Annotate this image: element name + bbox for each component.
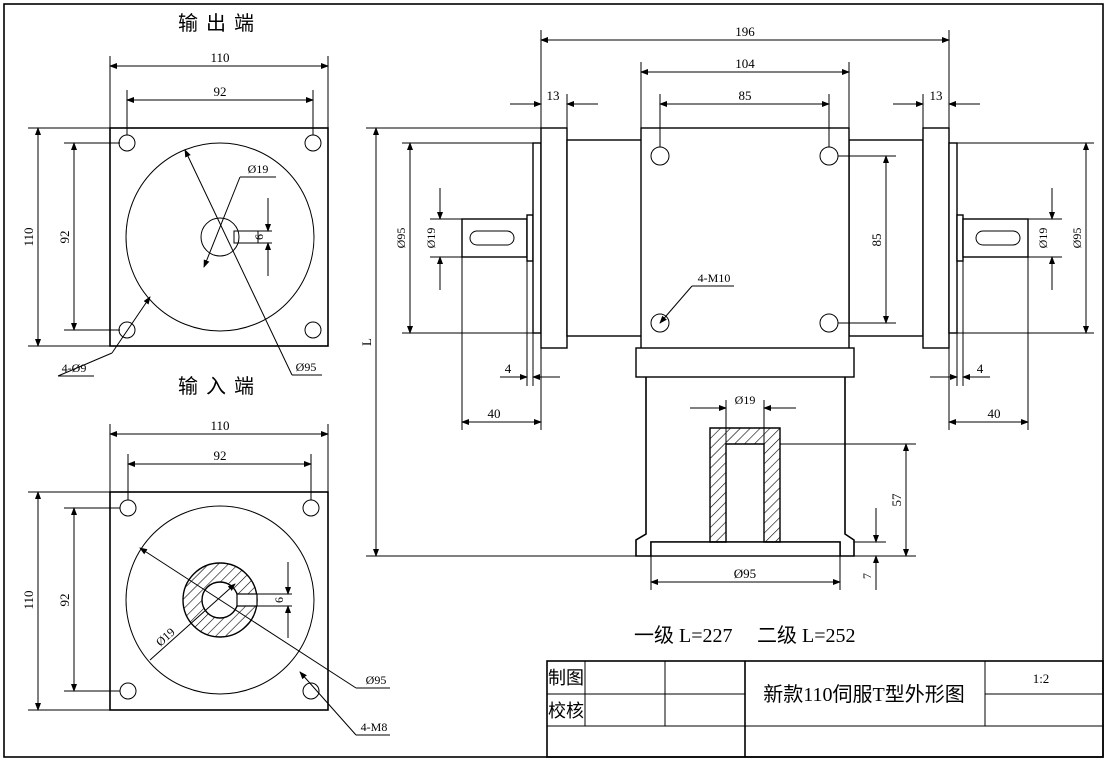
bottom-spigot-dim: 7 [860,573,874,579]
shaft-right-dim: Ø19 [1036,228,1050,249]
right-spigot [956,214,964,262]
body-thread-bl [650,313,670,333]
input-bolt-hole-tr [302,499,320,517]
input-bolt-hole-bl [119,682,137,700]
shaft-len-left-dim: 40 [488,406,501,421]
input-pilot-dim-line [139,547,357,689]
right-shaft-key [975,230,1021,246]
left-connector [566,139,643,337]
title-block-frame [546,660,1104,758]
output-bolt-hole-br [304,321,322,339]
checked-label: 校核 [548,701,584,721]
scale-value: 1:2 [1033,671,1050,686]
output-pilot-dim: Ø95 [296,360,317,374]
bore-bottom-dim: Ø19 [735,393,756,407]
center-body [640,127,850,351]
input-view-title: 输入端 [178,375,262,398]
right-shaft [962,218,1029,258]
output-keyway [233,230,259,244]
input-pilot-circle [125,505,315,695]
output-pilot-dim-line [184,149,293,376]
left-shaft [461,218,528,258]
input-bore-dim: Ø19 [153,625,178,649]
output-width-dim: 110 [210,50,229,65]
input-bolt-hole-tl [119,499,137,517]
body-dim: 104 [735,56,755,71]
input-bolt-v-dim: 92 [57,594,72,607]
title-block: 制图 校核 新款110伺服T型外形图 1:2 [546,660,1104,758]
spigot-right-dim: 4 [977,361,984,376]
flange-right-dim: 13 [930,88,943,103]
bolt-v-dim: 85 [869,234,884,247]
output-flange-square [109,127,329,347]
right-flange [922,127,950,349]
input-keyway [236,593,258,607]
bottom-flange-plate [635,347,855,378]
input-bolt-h-dim: 92 [214,448,227,463]
output-bolt-v-dim: 92 [57,231,72,244]
shaft-len-right-dim: 40 [988,406,1001,421]
spigot-left-dim: 4 [505,361,512,376]
front-view: 196 104 85 13 13 Ø95 Ø19 8 [359,24,1094,590]
output-pilot-circle [125,142,315,332]
right-pilot-boss [948,142,958,334]
bore-depth-dim: 57 [889,493,904,507]
output-bolt-hole-tl [118,134,136,152]
bottom-pilot-dim: Ø95 [734,566,756,581]
overall-dim: 196 [735,24,755,39]
output-key-dim: 6 [252,234,266,240]
sheet-border [3,3,1104,758]
input-width-dim: 110 [210,418,229,433]
input-key-dim: 6 [272,597,286,603]
output-view-title: 输出端 [178,12,262,35]
left-shaft-key [469,230,515,246]
output-bolt-hole-bl [118,321,136,339]
pilot-left-dim: Ø95 [394,228,408,249]
flange-left-dim: 13 [547,88,560,103]
input-pilot-dim: Ø95 [366,673,387,687]
output-bore-circle [200,217,240,257]
pilot-right-dim: Ø95 [1070,228,1084,249]
drawing-title: 新款110伺服T型外形图 [763,683,964,706]
input-holes-dim: 4-M8 [361,720,388,734]
shaft-left-dim: Ø19 [424,228,438,249]
output-bore-dim: Ø19 [248,162,269,176]
bottom-pilot-plate [650,541,841,557]
bottom-bore-section [709,427,781,543]
input-bolt-hole-br [302,682,320,700]
length-dim: L [359,338,374,346]
output-bolt-hole-tr [304,134,322,152]
note-stage-one: 一级 L=227 [634,624,733,647]
input-flange-square [109,491,329,711]
left-flange [540,127,568,349]
output-bolt-h-dim: 92 [214,84,227,99]
input-end-view: 输入端 110 92 110 92 Ø19 [21,375,390,736]
threads-dim: 4-M10 [698,271,731,285]
input-height-dim: 110 [21,590,36,609]
drawn-label: 制图 [548,668,584,688]
note-stage-two: 二级 L=252 [757,624,856,647]
output-holes-dim: 4-Ø9 [62,361,87,375]
left-spigot [526,214,534,262]
output-height-dim: 110 [21,227,36,246]
bolt-h-dim: 85 [739,88,752,103]
left-pilot-boss [532,142,542,334]
output-end-view: 输出端 110 92 110 92 Ø19 [21,12,329,377]
